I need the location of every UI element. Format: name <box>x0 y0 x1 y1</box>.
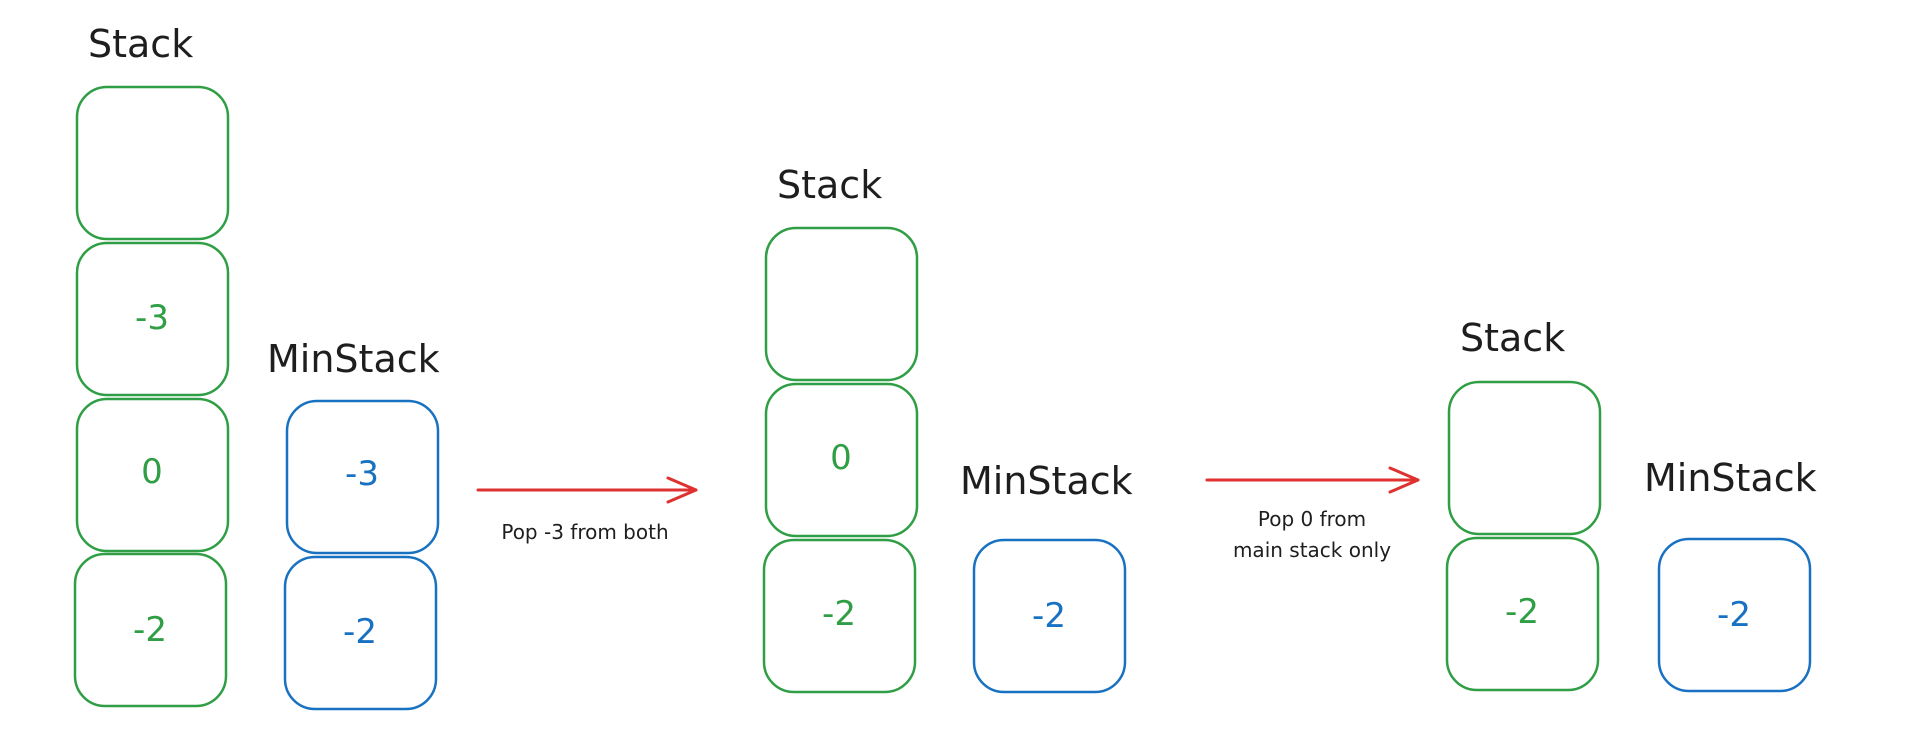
minstack-title: MinStack <box>1644 456 1817 500</box>
stack-cell-empty <box>764 226 919 382</box>
minstack-cell <box>1657 537 1812 693</box>
stack-title: Stack <box>777 163 882 207</box>
stack-cell-value: -2 <box>822 594 856 634</box>
stack-cell-empty <box>75 85 230 241</box>
stack-cell <box>1445 536 1600 692</box>
minstack-title: MinStack <box>960 459 1133 503</box>
stack-cell-value: -3 <box>135 298 169 338</box>
minstack-cell <box>285 399 440 555</box>
panel-2: Stack 0 -2 MinStack -2 <box>762 163 1133 694</box>
arrow-head <box>1388 466 1420 494</box>
stack-cell-value: -2 <box>133 610 167 650</box>
stack-cell <box>75 241 230 397</box>
minstack-cell-value: -3 <box>345 454 379 494</box>
minstack-cell-value: -2 <box>1032 596 1066 636</box>
stack-cell <box>73 552 228 708</box>
arrow-caption-line-2: main stack only <box>1233 538 1391 562</box>
panel-1: Stack -3 0 -2 MinStack -3 -2 <box>73 22 440 711</box>
minstack-cell <box>972 538 1127 694</box>
stack-cell <box>764 382 919 538</box>
stack-cell-value: 0 <box>830 438 852 478</box>
minstack-title: MinStack <box>267 337 440 381</box>
stack-title: Stack <box>1460 316 1565 360</box>
stack-cell-empty <box>1447 380 1602 536</box>
arrow-head <box>666 476 698 504</box>
panel-3: Stack -2 MinStack -2 <box>1445 316 1817 693</box>
stack-cell <box>762 538 917 694</box>
stack-cell-value: -2 <box>1505 592 1539 632</box>
stack-title: Stack <box>88 22 193 66</box>
stack-cell <box>75 397 230 553</box>
transition-arrow-1: Pop -3 from both <box>476 476 698 544</box>
minstack-cell-value: -2 <box>1717 595 1751 635</box>
minstack-cell-value: -2 <box>343 612 377 652</box>
arrow-caption: Pop -3 from both <box>501 520 668 544</box>
arrow-caption-line-1: Pop 0 from <box>1258 507 1366 531</box>
transition-arrow-2: Pop 0 from main stack only <box>1205 466 1420 562</box>
minstack-cell <box>283 555 438 711</box>
stack-cell-value: 0 <box>141 452 163 492</box>
